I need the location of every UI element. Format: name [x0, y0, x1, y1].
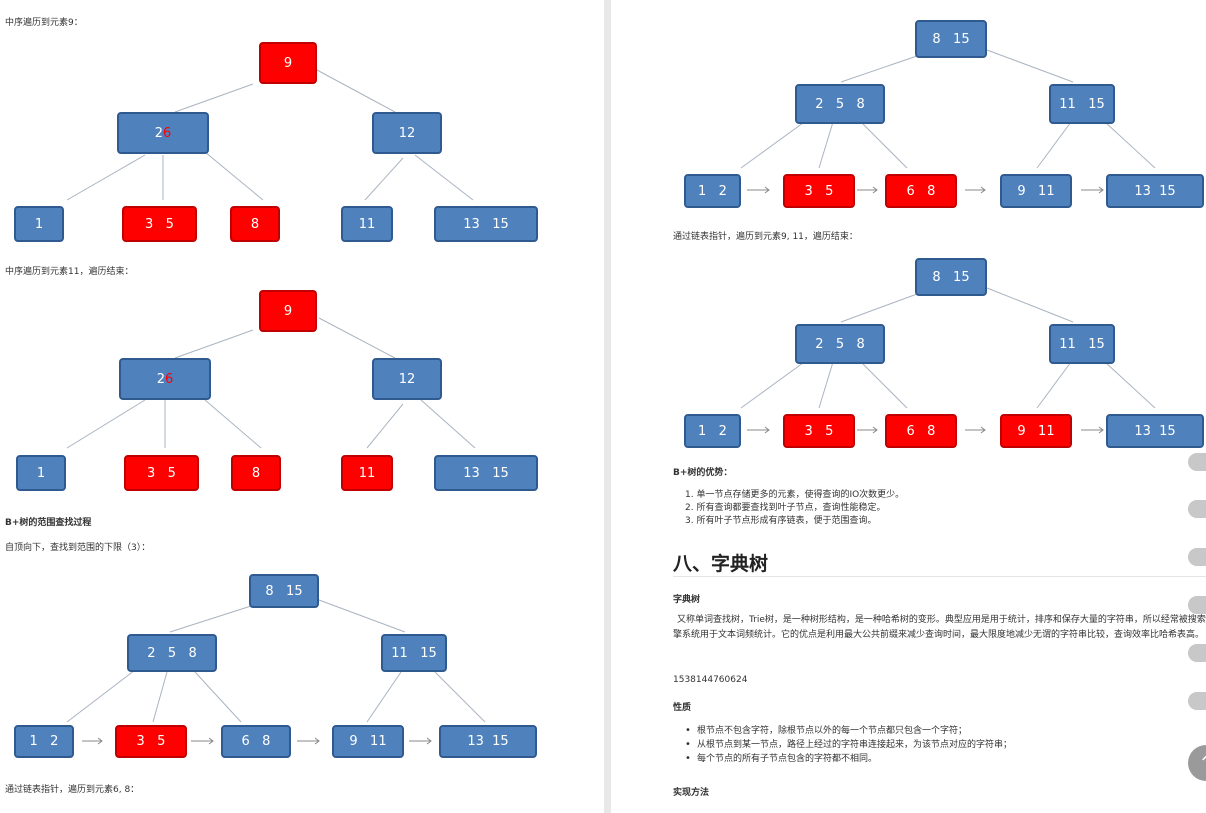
- leaf-node: 13 15: [434, 206, 538, 242]
- caption-inorder-9: 中序遍历到元素9：: [5, 18, 83, 28]
- heading-range-search: B+树的范围查找过程: [5, 518, 92, 528]
- tree-node: 12: [372, 358, 442, 400]
- leaf-node: 6 8: [221, 725, 291, 758]
- leaf-node: 8: [230, 206, 280, 242]
- caption-traverse-9-11: 通过链表指针，遍历到元素9, 11，遍历结束：: [673, 232, 858, 242]
- list-item: 从根节点到某一节点，路径上经过的字符串连接起来，为该节点对应的字符串；: [685, 738, 1012, 752]
- section-divider: [673, 576, 1206, 577]
- trie-description: 又称单词查找树，Trie树，是一种树形结构，是一种哈希树的变形。典型应用是用于统…: [673, 615, 1206, 640]
- tree-node: 11 15: [1049, 84, 1115, 124]
- bplus-tree-figure-2: 8 15 2 5 8 11 15 1 2 3 5 6 8 9 11 13 15: [681, 10, 1206, 216]
- leaf-node: 6 8: [885, 414, 957, 448]
- favorite-icon[interactable]: [1188, 548, 1206, 566]
- tree-node: 2 6: [117, 112, 209, 154]
- btree-figure-2: 9 2 6 12 1 3 5 8 11 13 15: [5, 282, 545, 496]
- like-icon[interactable]: [1188, 500, 1206, 518]
- page-divider: [604, 0, 611, 813]
- leaf-node: 3 5: [122, 206, 197, 242]
- tree-node: 9: [259, 290, 317, 332]
- heading-implementation: 实现方法: [673, 788, 710, 798]
- leaf-node: 13 15: [434, 455, 538, 491]
- left-page: 中序遍历到元素9： 9 2 6 12 1 3 5 8 11 13 15 中序遍历…: [0, 0, 604, 813]
- leaf-node: 13 15: [439, 725, 537, 758]
- more-icon[interactable]: [1188, 692, 1206, 710]
- caption-lower-bound: 自顶向下，查找到范围的下限（3）：: [5, 543, 151, 553]
- section-title: 八、字典树: [673, 553, 769, 575]
- reward-icon[interactable]: [1188, 644, 1206, 662]
- leaf-node: 1 2: [684, 174, 741, 208]
- tree-node: 8 15: [915, 258, 987, 296]
- image-placeholder-text: 1538144760624: [673, 675, 748, 685]
- heading-trie: 字典树: [673, 595, 701, 605]
- leaf-node: 13 15: [1106, 174, 1204, 208]
- bplus-tree-figure-3: 8 15 2 5 8 11 15 1 2 3 5 6 8 9 11 13 15: [681, 248, 1206, 454]
- properties-list: 根节点不包含字符，除根节点以外的每一个节点都只包含一个字符； 从根节点到某一节点…: [685, 724, 1012, 766]
- tree-node: 12: [372, 112, 442, 154]
- tree-node: 2 6: [119, 358, 211, 400]
- leaf-node: 3 5: [124, 455, 199, 491]
- tree-node: 2 5 8: [795, 84, 885, 124]
- tree-node: 11 15: [381, 634, 447, 672]
- list-item: 2. 所有查询都要查找到叶子节点，查询性能稳定。: [685, 503, 886, 513]
- leaf-node: 3 5: [783, 414, 855, 448]
- leaf-node: 9 11: [332, 725, 404, 758]
- right-page: 8 15 2 5 8 11 15 1 2 3 5 6 8 9 11 13 15 …: [611, 0, 1206, 813]
- comment-icon[interactable]: [1188, 596, 1206, 614]
- chevron-up-icon: ⌃: [1198, 753, 1206, 774]
- btree-figure-1: 9 2 6 12 1 3 5 8 11 13 15: [5, 30, 545, 252]
- tree-node: 8 15: [249, 574, 319, 608]
- caption-inorder-11: 中序遍历到元素11，遍历结束：: [5, 267, 134, 277]
- caption-traverse-6-8: 通过链表指针，遍历到元素6, 8：: [5, 785, 140, 795]
- list-item: 每个节点的所有子节点包含的字符都不相同。: [685, 752, 1012, 766]
- heading-properties: 性质: [673, 703, 692, 713]
- leaf-node: 11: [341, 206, 393, 242]
- share-icon[interactable]: [1188, 453, 1206, 471]
- leaf-node: 9 11: [1000, 174, 1072, 208]
- bplus-tree-figure-1: 8 15 2 5 8 11 15 1 2 3 5 6 8 9 11 13 15: [5, 562, 545, 768]
- leaf-node: 6 8: [885, 174, 957, 208]
- leaf-node: 1: [14, 206, 64, 242]
- tree-node: 8 15: [915, 20, 987, 58]
- leaf-node: 3 5: [783, 174, 855, 208]
- tree-node: 2 5 8: [127, 634, 217, 672]
- list-item: 3. 所有叶子节点形成有序链表，便于范围查询。: [685, 516, 877, 526]
- leaf-node: 11: [341, 455, 393, 491]
- list-item: 1. 单一节点存储更多的元素，使得查询的IO次数更少。: [685, 490, 905, 500]
- leaf-node: 1 2: [14, 725, 74, 758]
- leaf-node: 9 11: [1000, 414, 1072, 448]
- heading-advantages: B+树的优势：: [673, 468, 733, 478]
- advantages-list: 1. 单一节点存储更多的元素，使得查询的IO次数更少。 2. 所有查询都要查找到…: [685, 489, 904, 528]
- leaf-node: 1: [16, 455, 66, 491]
- leaf-node: 13 15: [1106, 414, 1204, 448]
- list-item: 根节点不包含字符，除根节点以外的每一个节点都只包含一个字符；: [685, 724, 1012, 738]
- leaf-node: 8: [231, 455, 281, 491]
- tree-node: 9: [259, 42, 317, 84]
- leaf-node: 3 5: [115, 725, 187, 758]
- tree-node: 11 15: [1049, 324, 1115, 364]
- scroll-top-button[interactable]: ⌃: [1188, 745, 1206, 781]
- leaf-node: 1 2: [684, 414, 741, 448]
- tree-node: 2 5 8: [795, 324, 885, 364]
